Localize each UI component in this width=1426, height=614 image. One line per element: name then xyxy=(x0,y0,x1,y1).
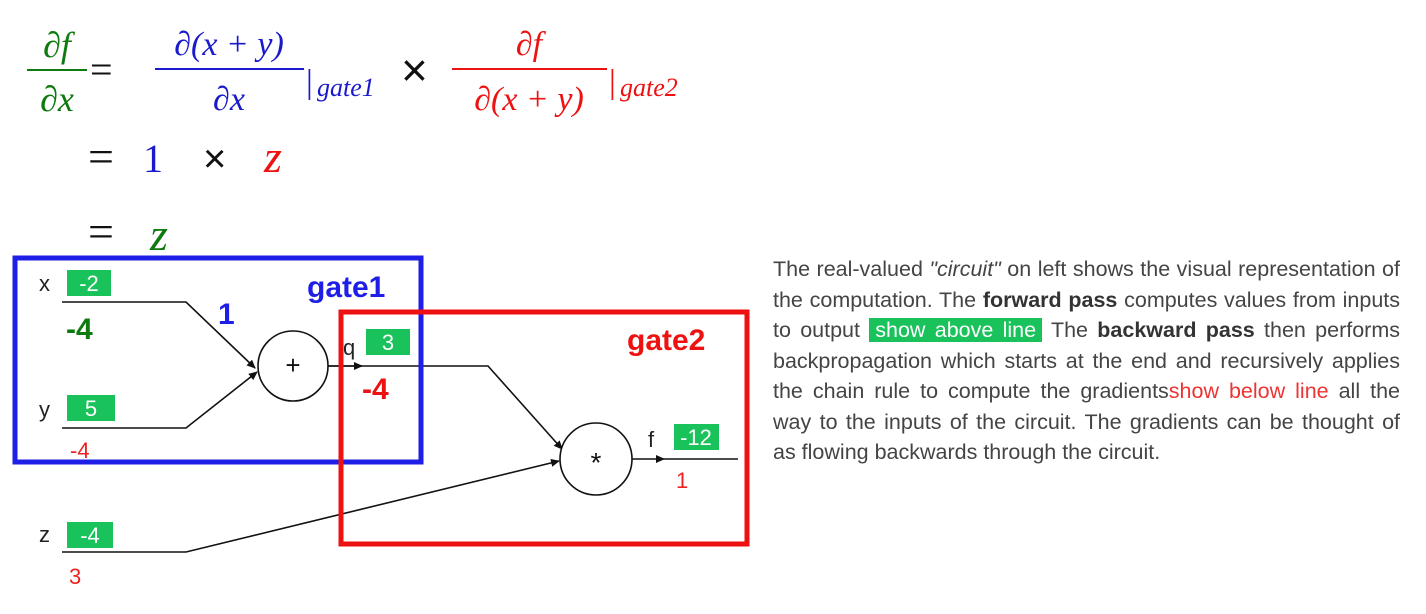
f-label: f xyxy=(648,427,655,452)
input-x-label: x xyxy=(39,271,50,296)
f-value-chip xyxy=(674,424,719,450)
desc-forward-pass: forward pass xyxy=(982,287,1118,312)
f-gradient: 1 xyxy=(676,468,688,493)
add-gate-symbol: + xyxy=(285,350,300,380)
input-x-value: -2 xyxy=(79,271,99,296)
description-paragraph: The real-valued "circuit" on left shows … xyxy=(773,254,1400,468)
input-z-label: z xyxy=(39,522,50,547)
term1-subscript: gate1 xyxy=(317,73,375,102)
mul-gate: * xyxy=(559,422,633,496)
equals-sign-1: = xyxy=(90,47,113,92)
mul-gate-circle xyxy=(559,422,633,496)
add-gate: + xyxy=(257,330,329,402)
input-x-gradient: -4 xyxy=(66,313,93,346)
gate1-box xyxy=(12,255,424,465)
desc-text-1: The real-valued xyxy=(773,257,930,281)
lhs-numerator: ∂f xyxy=(43,25,76,65)
show-above-line-highlight: show above line xyxy=(869,318,1043,342)
input-z-gradient: 3 xyxy=(69,564,81,589)
q-value: 3 xyxy=(382,330,394,355)
desc-text-6: all the way to the inputs of the circuit… xyxy=(773,379,1400,464)
z-green: z xyxy=(149,209,168,260)
q-gradient: -4 xyxy=(362,373,389,406)
gate1-label: gate1 xyxy=(307,271,385,304)
lhs-denominator: ∂x xyxy=(40,79,74,119)
add-gate-circle xyxy=(257,330,329,402)
input-y: y 5 -4 xyxy=(39,395,115,463)
node-f: f -12 1 xyxy=(648,424,719,493)
desc-circuit-word: "circuit" xyxy=(929,257,1001,281)
term2-subscript: gate2 xyxy=(620,73,678,102)
input-x: x -2 -4 xyxy=(39,270,111,346)
input-y-value: 5 xyxy=(85,396,97,421)
circuit-wires xyxy=(62,301,738,553)
desc-text-3: computes values from inputs to output xyxy=(773,287,1400,343)
term2-bar: | xyxy=(609,64,616,101)
term1-denominator: ∂x xyxy=(213,81,245,118)
input-z-value-chip xyxy=(67,522,113,548)
equation-line-2: = 1 × z xyxy=(88,131,282,182)
equation-line-1: ∂f ∂x = ∂(x + y) ∂x | gate1 × ∂f ∂(x + y… xyxy=(27,25,678,119)
equals-sign-3: = xyxy=(88,206,114,257)
gate1-local-gradient: 1 xyxy=(218,298,235,331)
q-label: q xyxy=(343,335,355,360)
gate1-group: gate1 1 xyxy=(12,255,424,465)
f-value: -12 xyxy=(680,425,712,450)
show-below-line-text: show below line xyxy=(1168,379,1329,403)
equals-sign-2: = xyxy=(88,131,114,182)
q-value-chip xyxy=(366,329,410,355)
desc-backward-pass: backward pass xyxy=(1097,318,1255,342)
wire-y xyxy=(62,371,258,429)
input-y-label: y xyxy=(39,397,50,422)
wire-x xyxy=(62,301,256,369)
term2-numerator: ∂f xyxy=(516,26,547,63)
times-sign-1: × xyxy=(401,44,428,96)
gate2-box xyxy=(338,309,750,547)
desc-text-4: The xyxy=(1042,318,1098,342)
input-y-gradient: -4 xyxy=(70,438,90,463)
wire-q xyxy=(328,365,563,450)
wire-z xyxy=(62,459,560,553)
term1-numerator: ∂(x + y) xyxy=(174,26,284,63)
term2-denominator: ∂(x + y) xyxy=(474,81,584,118)
input-y-value-chip xyxy=(67,395,115,421)
input-x-value-chip xyxy=(67,270,111,296)
value-one: 1 xyxy=(143,136,163,181)
mul-gate-symbol: * xyxy=(591,447,602,478)
term1-bar: | xyxy=(306,64,313,101)
input-z: z -4 3 xyxy=(39,522,113,589)
desc-text-2: on left shows the visual representation … xyxy=(773,257,1400,312)
gate2-group: gate2 xyxy=(338,309,750,547)
times-sign-2: × xyxy=(203,137,226,181)
node-q: q 3 -4 xyxy=(343,329,410,406)
equation-line-3: = z xyxy=(88,206,168,260)
gate2-label: gate2 xyxy=(627,324,705,357)
desc-text-5: then performs backpropagation which star… xyxy=(773,318,1400,403)
z-red: z xyxy=(263,131,282,182)
input-z-value: -4 xyxy=(80,523,100,548)
